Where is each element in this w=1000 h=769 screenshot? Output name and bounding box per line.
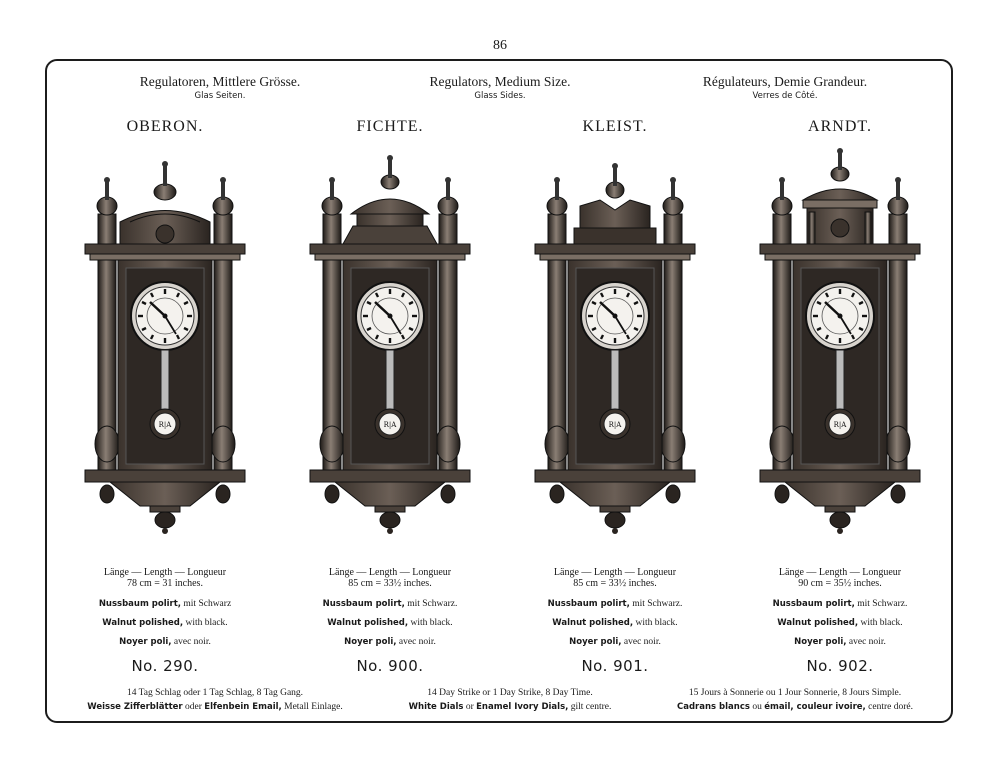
material-de: mit Schwarz. xyxy=(404,599,458,609)
header-french-subtitle: Verres de Côté. xyxy=(752,91,818,101)
clock-illustration-oberon xyxy=(83,161,247,536)
clock-info-arndt: Länge — Length — Longueur 90 cm = 35½ in… xyxy=(735,567,945,675)
material-en-bold: Walnut polished, xyxy=(327,618,409,628)
length-label: Länge — Length — Longueur xyxy=(778,567,902,578)
footer-german-text2: Metall Einlage. xyxy=(281,702,343,712)
material-en: with black. xyxy=(183,618,228,628)
model-number: No. 902. xyxy=(806,657,874,675)
length-value: 90 cm = 35½ inches. xyxy=(798,578,882,589)
clock-info-fichte: Länge — Length — Longueur 85 cm = 33½ in… xyxy=(285,567,495,675)
clock-illustration-kleist xyxy=(533,163,697,536)
material-en: with black. xyxy=(408,618,453,628)
header-german-subtitle: Glas Seiten. xyxy=(194,91,246,101)
clock-illustration-fichte xyxy=(308,155,472,536)
material-de-bold: Nussbaum polirt, xyxy=(322,599,405,609)
material-en-bold: Walnut polished, xyxy=(777,618,859,628)
footer-french-text1: ou xyxy=(749,702,765,712)
material-de-bold: Nussbaum polirt, xyxy=(547,599,630,609)
model-number: No. 900. xyxy=(356,657,424,675)
clock-column-kleist: KLEIST. xyxy=(510,118,720,574)
footer-german-bold1: Weisse Zifferblätter xyxy=(87,702,183,712)
page-border-frame xyxy=(45,59,953,723)
length-label: Länge — Length — Longueur xyxy=(103,567,227,578)
clock-name: OBERON. xyxy=(126,118,204,135)
clock-name: FICHTE. xyxy=(356,118,424,135)
header-german: Regulatoren, Mittlere Grösse. Glas Seite… xyxy=(100,74,340,101)
header-english-title: Regulators, Medium Size. xyxy=(429,74,571,89)
footer-french-bold2: émail, couleur ivoire, xyxy=(764,702,866,712)
material-fr-bold: Noyer poli, xyxy=(119,637,172,647)
material-de: mit Schwarz. xyxy=(854,599,908,609)
header-german-title: Regulatoren, Mittlere Grösse. xyxy=(139,74,301,89)
footer-english-bold2: Enamel Ivory Dials, xyxy=(476,702,569,712)
length-value: 85 cm = 33½ inches. xyxy=(348,578,432,589)
header-french-title: Régulateurs, Demie Grandeur. xyxy=(702,74,868,89)
clock-name: KLEIST. xyxy=(582,118,648,135)
footer-german-bold2: Elfenbein Email, xyxy=(204,702,282,712)
footer-french: 15 Jours à Sonnerie ou 1 Jour Sonnerie, … xyxy=(650,686,940,714)
footer-english-text1: or xyxy=(463,702,477,712)
material-fr-bold: Noyer poli, xyxy=(794,637,847,647)
model-number: No. 290. xyxy=(131,657,199,675)
material-fr: avec noir. xyxy=(171,637,211,647)
length-value: 78 cm = 31 inches. xyxy=(127,578,203,589)
material-fr-bold: Noyer poli, xyxy=(344,637,397,647)
material-en: with black. xyxy=(633,618,678,628)
material-de-bold: Nussbaum polirt, xyxy=(772,599,855,609)
material-en-bold: Walnut polished, xyxy=(552,618,634,628)
footer-english-line1: 14 Day Strike or 1 Day Strike, 8 Day Tim… xyxy=(427,688,593,698)
footer-french-bold1: Cadrans blancs xyxy=(677,702,750,712)
header-english-subtitle: Glass Sides. xyxy=(474,91,526,101)
footer-french-line1: 15 Jours à Sonnerie ou 1 Jour Sonnerie, … xyxy=(688,688,902,698)
material-en-bold: Walnut polished, xyxy=(102,618,184,628)
length-label: Länge — Length — Longueur xyxy=(553,567,677,578)
header-french: Régulateurs, Demie Grandeur. Verres de C… xyxy=(665,74,905,101)
material-de: mit Schwarz xyxy=(181,599,232,609)
clock-illustration-arndt xyxy=(758,148,922,536)
clock-column-fichte: FICHTE. xyxy=(285,118,495,574)
material-fr-bold: Noyer poli, xyxy=(569,637,622,647)
clock-info-oberon: Länge — Length — Longueur 78 cm = 31 inc… xyxy=(60,567,270,675)
model-number: No. 901. xyxy=(581,657,649,675)
length-value: 85 cm = 33½ inches. xyxy=(573,578,657,589)
material-de: mit Schwarz. xyxy=(629,599,683,609)
footer-german-line1: 14 Tag Schlag oder 1 Tag Schlag, 8 Tag G… xyxy=(126,688,304,698)
material-en: with black. xyxy=(858,618,903,628)
material-fr: avec noir. xyxy=(846,637,886,647)
material-fr: avec noir. xyxy=(621,637,661,647)
footer-german-text1: oder xyxy=(182,702,205,712)
page-number: 86 xyxy=(493,38,507,53)
clock-name: ARNDT. xyxy=(808,118,872,135)
material-fr: avec noir. xyxy=(396,637,436,647)
material-de-bold: Nussbaum polirt, xyxy=(98,599,182,609)
footer-french-text2: centre doré. xyxy=(865,702,913,712)
footer-english-text2: gilt centre. xyxy=(568,702,612,712)
length-label: Länge — Length — Longueur xyxy=(328,567,452,578)
clock-column-arndt: ARNDT. xyxy=(735,118,945,574)
header-english: Regulators, Medium Size. Glass Sides. xyxy=(380,74,620,101)
footer-english: 14 Day Strike or 1 Day Strike, 8 Day Tim… xyxy=(380,686,640,714)
clock-info-kleist: Länge — Length — Longueur 85 cm = 33½ in… xyxy=(510,567,720,675)
footer-english-bold1: White Dials xyxy=(408,702,464,712)
footer-german: 14 Tag Schlag oder 1 Tag Schlag, 8 Tag G… xyxy=(70,686,360,714)
clock-column-oberon: OBERON. xyxy=(60,118,270,574)
